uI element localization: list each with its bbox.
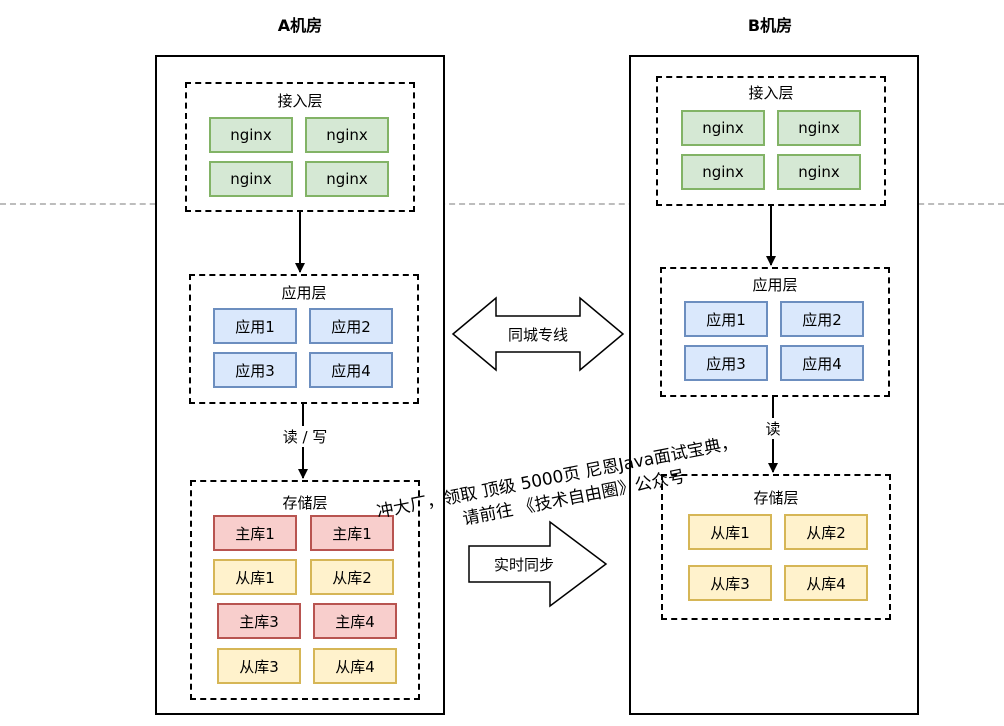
app-node: 应用1 [684, 301, 768, 337]
layer-label: 存储层 [282, 494, 328, 512]
layer-label: 接入层 [748, 84, 794, 102]
nginx-node: nginx [681, 110, 765, 146]
slave-db-node: 从库3 [217, 648, 301, 684]
slave-db-node: 从库4 [313, 648, 397, 684]
app-node: 应用2 [309, 308, 393, 344]
slave-db-node: 从库4 [784, 565, 868, 601]
room-a-title: A机房 [277, 16, 323, 35]
slave-db-node: 从库1 [688, 514, 772, 550]
realtime-sync-label: 实时同步 [493, 556, 554, 574]
layer-label: 应用层 [752, 276, 798, 294]
room-b-title: B机房 [747, 16, 793, 35]
nginx-node: nginx [305, 161, 389, 197]
master-db-node: 主库3 [217, 603, 301, 639]
slave-db-node: 从库2 [784, 514, 868, 550]
app-node: 应用3 [213, 352, 297, 388]
app-node: 应用4 [309, 352, 393, 388]
app-node: 应用4 [780, 345, 864, 381]
region-separator [0, 203, 1004, 205]
layer-label: 存储层 [753, 489, 799, 507]
read-label: 读 [760, 418, 786, 439]
app-node: 应用3 [684, 345, 768, 381]
nginx-node: nginx [681, 154, 765, 190]
nginx-node: nginx [777, 154, 861, 190]
app-node: 应用2 [780, 301, 864, 337]
master-db-node: 主库1 [310, 515, 394, 551]
realtime-sync-arrow [468, 520, 608, 608]
slave-db-node: 从库3 [688, 565, 772, 601]
read-write-label: 读 / 写 [276, 426, 334, 447]
nginx-node: nginx [305, 117, 389, 153]
slave-db-node: 从库2 [310, 559, 394, 595]
slave-db-node: 从库1 [213, 559, 297, 595]
layer-label: 应用层 [281, 284, 327, 302]
nginx-node: nginx [777, 110, 861, 146]
dedicated-line-label: 同城专线 [507, 326, 568, 344]
nginx-node: nginx [209, 117, 293, 153]
app-node: 应用1 [213, 308, 297, 344]
master-db-node: 主库1 [213, 515, 297, 551]
nginx-node: nginx [209, 161, 293, 197]
master-db-node: 主库4 [313, 603, 397, 639]
dedicated-line-arrow [451, 296, 625, 372]
layer-label: 接入层 [277, 92, 323, 110]
